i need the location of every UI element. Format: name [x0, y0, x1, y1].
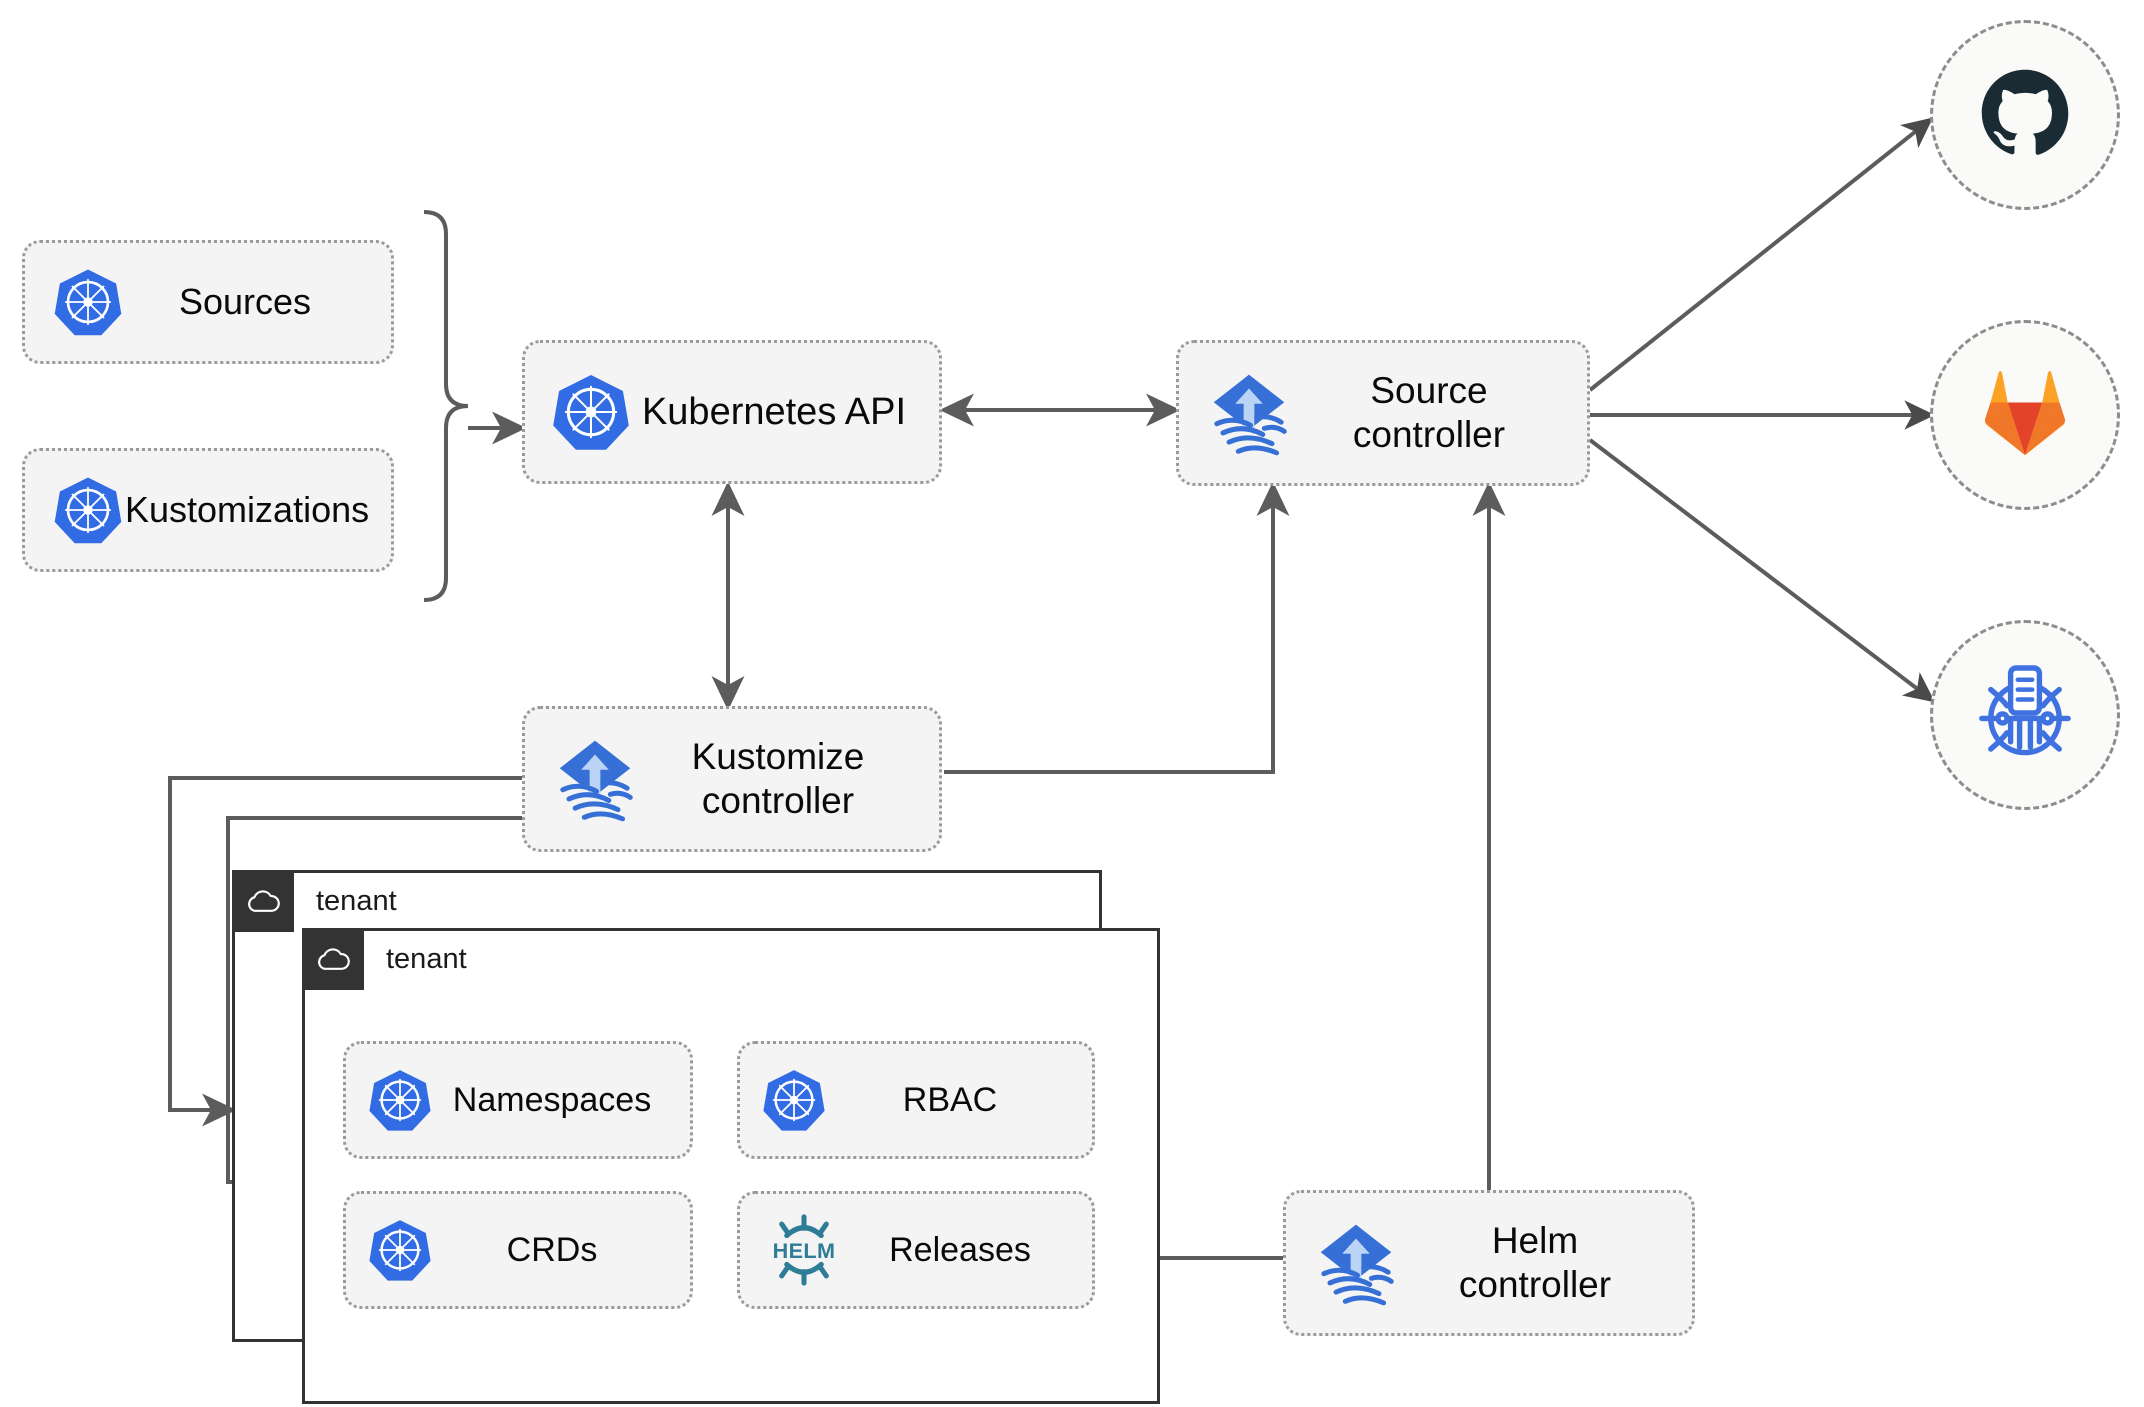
kubernetes-icon [366, 1216, 434, 1284]
provider-gitlab[interactable] [1930, 320, 2120, 510]
node-kustomize-controller[interactable]: Kustomize controller [522, 706, 942, 852]
flux-icon [1203, 367, 1295, 459]
flux-icon [549, 733, 641, 825]
group-bracket [423, 210, 469, 602]
node-namespaces-label: Namespaces [452, 1080, 652, 1119]
tenant-inner-header: tenant [302, 928, 467, 990]
helm-icon: HELM [760, 1214, 848, 1286]
helm-repository-icon [1971, 662, 2079, 769]
node-sources-label: Sources [178, 280, 312, 322]
edge-source-ctrl-bucket [1588, 438, 1936, 703]
kubernetes-icon [51, 265, 125, 339]
node-kustomizations-label: Kustomizations [125, 488, 370, 530]
cloud-icon [232, 870, 294, 932]
node-source-controller[interactable]: Source controller [1176, 340, 1590, 486]
node-crds[interactable]: CRDs [343, 1191, 693, 1309]
provider-helm-repository[interactable] [1930, 620, 2120, 810]
node-rbac-label: RBAC [902, 1080, 998, 1119]
node-kubernetes-api-label: Kubernetes API [641, 390, 907, 433]
github-icon [1977, 65, 2073, 166]
node-sources[interactable]: Sources [22, 240, 394, 364]
tenant-container-inner[interactable]: tenant [302, 928, 1160, 1404]
node-source-controller-label: Source controller [1352, 370, 1506, 455]
node-kustomize-controller-label: Kustomize controller [691, 736, 865, 821]
tenant-inner-label: tenant [386, 942, 467, 975]
node-helm-controller[interactable]: Helm controller [1283, 1190, 1695, 1336]
tenant-outer-label: tenant [316, 884, 397, 917]
flux-icon [1310, 1217, 1402, 1309]
node-rbac[interactable]: RBAC [737, 1041, 1095, 1159]
edge-kustomize-ctrl-source-ctrl [944, 481, 1290, 774]
kubernetes-icon [51, 473, 125, 547]
node-crds-label: CRDs [506, 1230, 598, 1269]
node-releases[interactable]: HELM Releases [737, 1191, 1095, 1309]
node-namespaces[interactable]: Namespaces [343, 1041, 693, 1159]
gitlab-icon [1977, 367, 2073, 464]
node-kubernetes-api[interactable]: Kubernetes API [522, 340, 942, 484]
kubernetes-icon [549, 370, 633, 454]
edge-source-ctrl-github [1588, 117, 1934, 392]
node-releases-label: Releases [889, 1230, 1031, 1269]
provider-github[interactable] [1930, 20, 2120, 210]
kubernetes-icon [366, 1066, 434, 1134]
svg-text:HELM: HELM [773, 1238, 836, 1263]
cloud-icon [302, 928, 364, 990]
kubernetes-icon [760, 1066, 828, 1134]
node-kustomizations[interactable]: Kustomizations [22, 448, 394, 572]
tenant-outer-header: tenant [232, 870, 397, 932]
node-helm-controller-label: Helm controller [1458, 1220, 1612, 1305]
